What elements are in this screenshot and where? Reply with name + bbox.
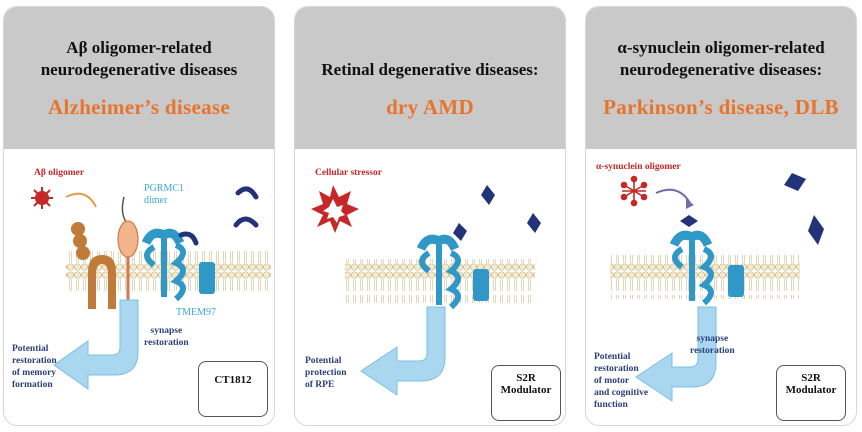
outcome-text: Potential restoration of motor and cogni… [594, 352, 649, 410]
stressor-label: Aβ oligomer [34, 168, 85, 178]
synuclein-oligomer-icon [620, 175, 648, 207]
stressor-label: α-synuclein oligomer [596, 162, 681, 172]
outcome-text: Potential protection of RPE [305, 356, 347, 390]
drug-box: CT1812 [198, 361, 268, 417]
disease-name: Alzheimer’s disease [47, 95, 230, 119]
mechanism-illustration [610, 173, 824, 417]
ligand-diamond-icon [680, 215, 698, 227]
receptor-label: PGRMC1 dimer [144, 183, 185, 206]
ligand-diamond-icon [784, 173, 806, 191]
panel-header: α-synuclein oligomer-related neurodegene… [586, 7, 856, 149]
restoration-arrow [635, 306, 717, 402]
drug-box: S2R Modulator [491, 365, 561, 421]
sigma2-receptor [141, 228, 215, 302]
restoration-arrow [360, 306, 446, 396]
app-protein [71, 222, 116, 309]
panel-alzheimers: Aβ oligomer-related neurodegenerative di… [3, 6, 275, 426]
panel-title: Retinal degenerative diseases: [321, 60, 539, 79]
cell-membrane [610, 255, 800, 299]
ligand-diamond-icon [808, 215, 824, 245]
stressor-label: Cellular stressor [315, 168, 382, 178]
panel-dry-amd: Retinal degenerative diseases: dry AMD [294, 6, 566, 426]
panel-header: Retinal degenerative diseases: dry AMD [295, 7, 565, 149]
arrow-label: synapse restoration [690, 334, 735, 356]
ligand-diamond-icon [527, 213, 541, 233]
ligand-crescent-icon [235, 186, 259, 200]
disease-name: dry AMD [386, 95, 474, 119]
ligand-crescent-icon [178, 231, 199, 246]
sigma2-receptor [416, 234, 489, 310]
panel-title: α-synuclein oligomer-related neurodegene… [617, 38, 825, 79]
binding-arrow [655, 188, 691, 204]
amyloid-oligomer-icon [31, 187, 53, 209]
sigma2-receptor [669, 230, 744, 306]
panel-title: Aβ oligomer-related neurodegenerative di… [40, 38, 238, 79]
pgrmc1-ectodomain [117, 196, 139, 305]
disease-name: Parkinson’s disease, DLB [603, 95, 839, 119]
ligand-crescent-icon [233, 216, 259, 228]
binding-arrow [65, 192, 97, 208]
tmem97-label: TMEM97 [176, 307, 216, 318]
ligand-diamond-icon [453, 223, 467, 241]
drug-box: S2R Modulator [776, 365, 846, 421]
panel-header: Aβ oligomer-related neurodegenerative di… [4, 7, 274, 149]
mechanism-illustration [311, 185, 541, 415]
restoration-arrow [53, 299, 139, 390]
outcome-text: Potential restoration of memory formatio… [12, 344, 57, 390]
panel-parkinsons: α-synuclein oligomer-related neurodegene… [585, 6, 857, 426]
arrow-label: synapse restoration [144, 326, 189, 348]
ligand-diamond-icon [481, 185, 495, 205]
